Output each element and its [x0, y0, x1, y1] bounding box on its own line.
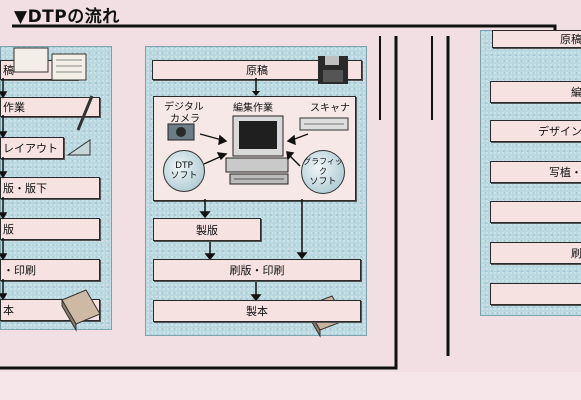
- book-icon: [61, 289, 101, 332]
- right-step-design: デザイン: [490, 120, 581, 142]
- editing-label: 編集作業: [233, 103, 273, 114]
- printing-box: 刷版・印刷: [153, 259, 361, 281]
- right-step-label: 写植・: [549, 166, 581, 179]
- left-icons: [0, 47, 101, 332]
- camera-icon: [167, 123, 195, 141]
- left-step-label: 作業: [3, 101, 25, 114]
- left-step-printing: ・印刷: [0, 259, 100, 281]
- graphic-software-circle: グラフィック ソフト: [301, 150, 345, 194]
- left-step-label: 本: [3, 304, 14, 317]
- dtp-circle-line2: ソフト: [170, 171, 198, 181]
- floppy-disk-icon: [318, 56, 348, 84]
- right-step-typesetting: 写植・: [490, 161, 581, 183]
- left-step-editing: 作業: [0, 97, 100, 117]
- dtp-circle-line1: DTP: [175, 161, 193, 171]
- right-step-editing: 編: [490, 81, 581, 103]
- pen-icon: [76, 95, 94, 131]
- right-step-label: 刷: [571, 247, 581, 260]
- right-step-blank-2: [490, 283, 581, 305]
- left-step-layout: レイアウト: [0, 137, 64, 159]
- document-icon: [13, 47, 87, 81]
- right-step-label: デザイン: [538, 125, 581, 138]
- left-step-label: 稿: [3, 64, 14, 77]
- graphic-circle-line1: グラフィック: [303, 157, 343, 176]
- binding-label: 製本: [246, 305, 268, 318]
- binding-box: 製本: [153, 300, 361, 322]
- right-step-manuscript: 原稿: [492, 30, 581, 48]
- left-step-label: 版: [3, 223, 14, 236]
- digital-camera-label-2: カメラ: [170, 114, 200, 125]
- left-step-plate: 版: [0, 218, 100, 240]
- printing-label: 刷版・印刷: [229, 264, 285, 277]
- scanner-icon: [299, 117, 349, 131]
- manuscript-box: 原稿: [152, 60, 362, 80]
- computer-icon: [225, 115, 289, 185]
- digital-camera-label-1: デジタル: [164, 102, 204, 113]
- left-step-label: 版・版下: [3, 182, 47, 195]
- right-step-label: 編: [571, 86, 581, 99]
- diagram-title: ▼DTPの流れ: [14, 7, 120, 27]
- right-step-label: 原稿: [560, 33, 581, 46]
- left-step-label: ・印刷: [3, 264, 36, 277]
- scanner-label: スキャナ: [310, 103, 350, 114]
- right-step-printing: 刷: [490, 242, 581, 264]
- dtp-software-circle: DTP ソフト: [163, 150, 205, 192]
- left-step-label: レイアウト: [3, 142, 58, 155]
- graphic-circle-line2: ソフト: [309, 177, 337, 187]
- left-step-platemaking-copy: 版・版下: [0, 177, 100, 199]
- manuscript-label: 原稿: [246, 64, 268, 77]
- platemaking-label: 製版: [196, 223, 218, 237]
- ruler-icon: [66, 139, 91, 156]
- platemaking-box: 製版: [153, 218, 261, 241]
- right-step-blank-1: [490, 201, 581, 223]
